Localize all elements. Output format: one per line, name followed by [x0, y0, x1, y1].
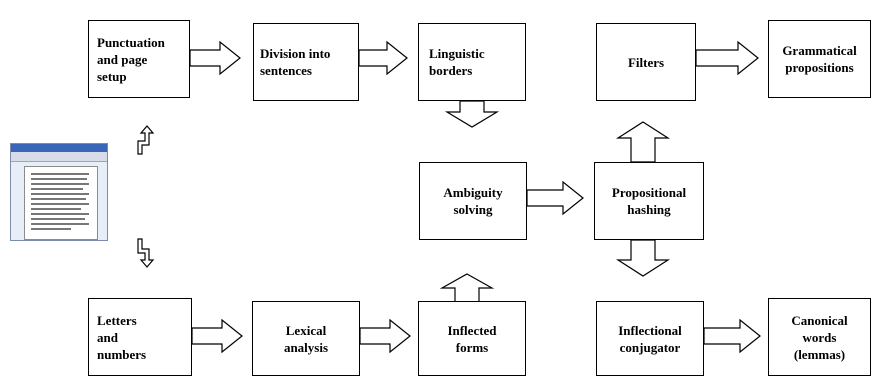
arrow-propositional-down: [615, 239, 671, 277]
box-lexical-label: Lexical analysis: [283, 322, 329, 355]
box-filters-label: Filters: [627, 54, 665, 70]
arrow-conjugator-to-canonical: [703, 318, 761, 354]
box-linguistic: Linguistic borders: [408, 13, 526, 101]
arrow-lexical-to-inflected: [359, 318, 411, 354]
box-division-label: Division into sentences: [260, 46, 331, 78]
arrow-propositional-up: [615, 121, 671, 163]
arrow-letters-to-lexical: [191, 318, 243, 354]
turn-up-right-arrow-icon: [137, 125, 155, 155]
box-filters: Filters: [586, 13, 696, 101]
arrow-division-to-linguistic: [358, 40, 408, 76]
box-inflected-label: Inflected forms: [447, 322, 497, 355]
box-letters-label: Letters and numbers: [97, 312, 147, 362]
box-grammatical-label: Grammatical propositions: [782, 43, 857, 75]
arrow-punctuation-to-division: [189, 40, 241, 76]
box-conjugator-label: Inflectional conjugator: [618, 322, 682, 355]
box-propositional-label: Propositional hashing: [611, 185, 687, 217]
box-punctuation-label: Punctuation and page setup: [97, 34, 165, 84]
arrow-ambiguity-to-propositional: [526, 180, 584, 216]
box-division: Division into sentences: [243, 13, 359, 101]
box-canonical: Canonical words (lemmas): [768, 298, 871, 376]
box-letters: Letters and numbers: [88, 298, 192, 376]
box-ambiguity-label: Ambiguity solving: [443, 185, 503, 217]
box-propositional: Propositional hashing: [594, 162, 704, 240]
box-conjugator: Inflectional conjugator: [586, 291, 704, 376]
box-punctuation: Punctuation and page setup: [88, 20, 190, 98]
box-linguistic-label: Linguistic borders: [429, 46, 485, 78]
box-grammatical: Grammatical propositions: [768, 20, 871, 98]
arrow-linguistic-down: [444, 100, 500, 128]
arrow-filters-to-grammatical: [695, 40, 759, 76]
box-lexical: Lexical analysis: [242, 291, 360, 376]
arrow-inflected-up: [439, 273, 495, 303]
box-canonical-label: Canonical words (lemmas): [791, 312, 848, 362]
box-ambiguity: Ambiguity solving: [409, 152, 527, 240]
turn-down-right-arrow-icon: [137, 238, 155, 268]
box-inflected: Inflected forms: [408, 291, 526, 376]
document-thumbnail-icon: [10, 143, 108, 241]
